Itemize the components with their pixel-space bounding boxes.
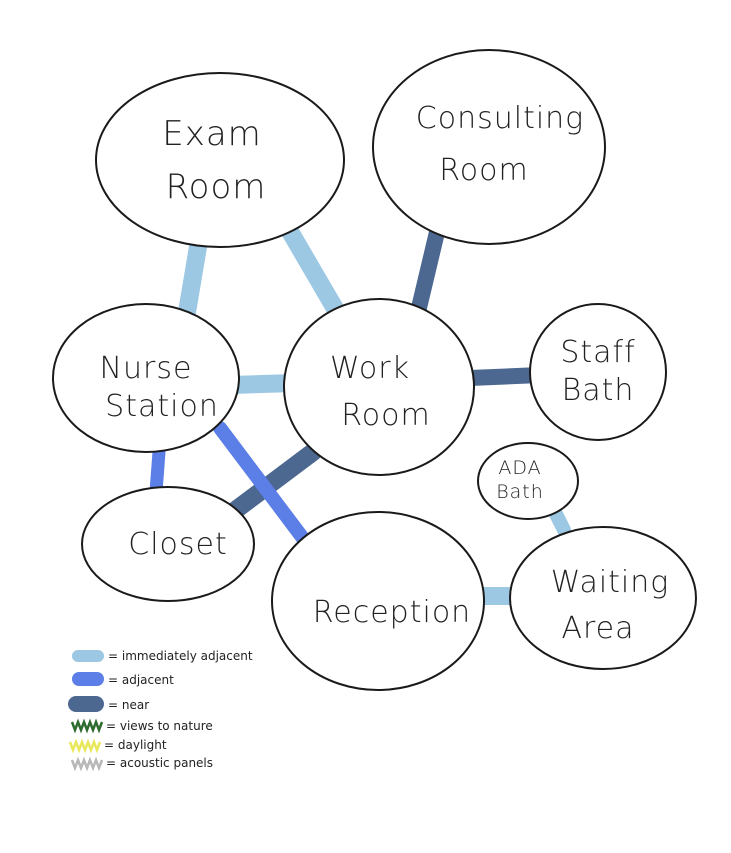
node-label-line-1: Staff (560, 335, 635, 370)
legend-item-daylight: = daylight (68, 738, 167, 754)
node-work-room: Work Room (283, 298, 475, 476)
legend-item-immediately-adjacent: = immediately adjacent (72, 649, 253, 663)
legend-swatch (72, 650, 104, 662)
node-label-line-1: Work (330, 351, 410, 386)
node-label-line-2: Room (439, 153, 528, 188)
node-label-line-2: Room (341, 398, 430, 433)
node-label: Closet (128, 527, 228, 562)
connectors (149, 219, 571, 605)
legend-swatch (68, 696, 104, 712)
link-work-closet (224, 443, 322, 521)
link-consulting-work (410, 220, 446, 320)
node-label-line-1: Nurse (100, 351, 193, 386)
link-work-staff (462, 367, 548, 386)
legend-label: = acoustic panels (106, 756, 213, 770)
legend: = immediately adjacent = adjacent = near… (68, 649, 253, 772)
node-label-line-1: Consulting (416, 101, 584, 136)
legend-swatch (72, 672, 104, 686)
legend-swatch (70, 718, 104, 734)
link-nurse-closet (149, 445, 166, 499)
legend-swatch (68, 738, 102, 754)
node-ada-bath: ADA Bath (477, 442, 579, 520)
legend-item-near: = near (68, 696, 149, 712)
node-label-line-1: ADA (498, 457, 541, 479)
legend-label: = views to nature (106, 719, 213, 733)
legend-item-views-to-nature: = views to nature (70, 718, 213, 734)
node-label-line-2: Area (561, 611, 634, 646)
node-label-line-2: Bath (562, 373, 635, 408)
node-label-line-2: Room (166, 167, 267, 207)
legend-item-acoustic-panels: = acoustic panels (70, 756, 213, 772)
node-label-line-2: Station (105, 389, 219, 424)
node-waiting-area: Waiting Area (509, 526, 697, 670)
node-closet: Closet (81, 486, 255, 602)
node-consulting-room: Consulting Room (372, 49, 606, 245)
node-label: Reception (313, 595, 471, 630)
link-nurse-reception (213, 421, 309, 544)
legend-item-adjacent: = adjacent (72, 672, 174, 687)
legend-swatch (70, 756, 104, 772)
legend-label: = daylight (104, 738, 167, 752)
legend-label: = near (108, 698, 149, 712)
node-nurse-station: Nurse Station (52, 303, 240, 453)
node-label-line-1: Waiting (551, 565, 670, 600)
legend-label: = immediately adjacent (108, 649, 253, 663)
node-staff-bath: Staff Bath (529, 303, 667, 441)
node-reception: Reception (271, 511, 485, 691)
link-exam-work (279, 219, 346, 321)
node-label-line-2: Bath (496, 481, 544, 503)
legend-label: = adjacent (108, 673, 174, 687)
node-exam-room: Exam Room (95, 72, 345, 248)
link-exam-nurse (177, 226, 209, 327)
node-label-line-1: Exam (162, 114, 262, 154)
